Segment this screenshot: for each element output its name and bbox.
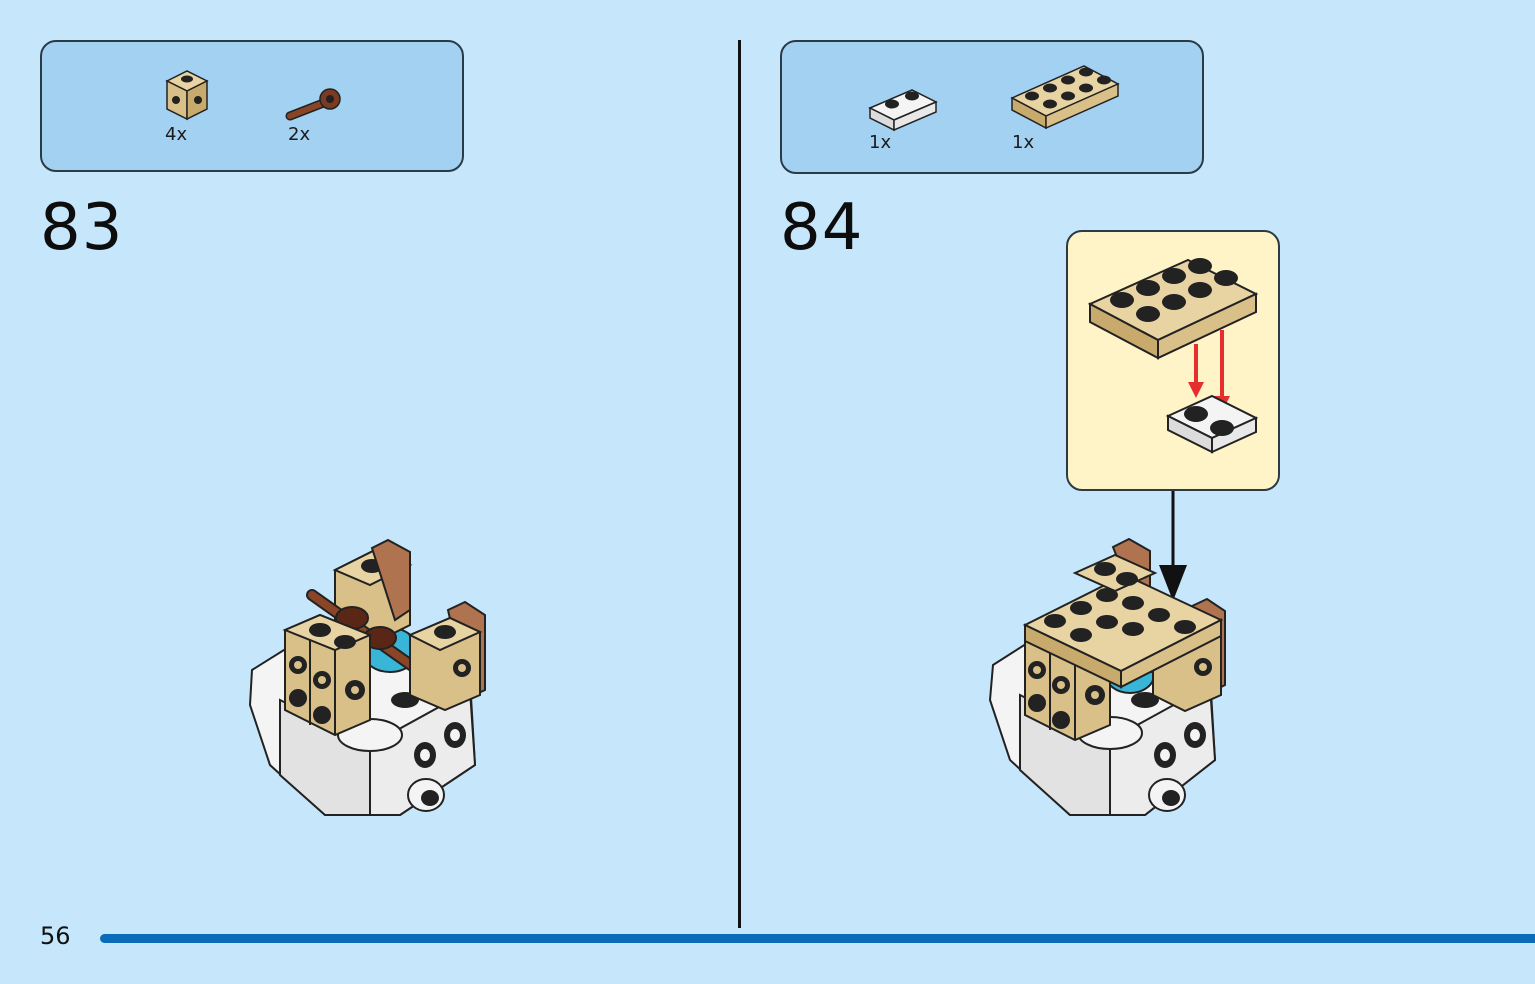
sub-assembly-callout <box>1066 230 1280 491</box>
part-quantity: 1x <box>869 132 892 153</box>
step-number: 84 <box>780 191 864 265</box>
white-1x2-plate-icon <box>868 89 938 132</box>
parts-box-step-84: 1x 1x <box>780 40 1204 174</box>
part-quantity: 2x <box>288 124 311 145</box>
page-divider <box>738 40 741 928</box>
page-number: 56 <box>40 922 71 950</box>
part-quantity: 4x <box>165 124 188 145</box>
placement-arrow <box>1159 491 1187 601</box>
tan-2x4-plate-icon <box>1010 65 1120 130</box>
step-84-model-illustration <box>988 537 1226 816</box>
parts-box-step-83: 4x 2x <box>40 40 464 172</box>
sub-assembly-illustration <box>1087 258 1259 454</box>
step-83-model-illustration <box>248 538 486 816</box>
step-number: 83 <box>40 191 124 265</box>
part-quantity: 1x <box>1012 132 1035 153</box>
reddish-brown-bar-with-clip-icon <box>285 88 341 121</box>
tan-1x1-brick-with-studs-on-sides-icon <box>165 70 209 121</box>
progress-bar <box>100 934 1535 943</box>
